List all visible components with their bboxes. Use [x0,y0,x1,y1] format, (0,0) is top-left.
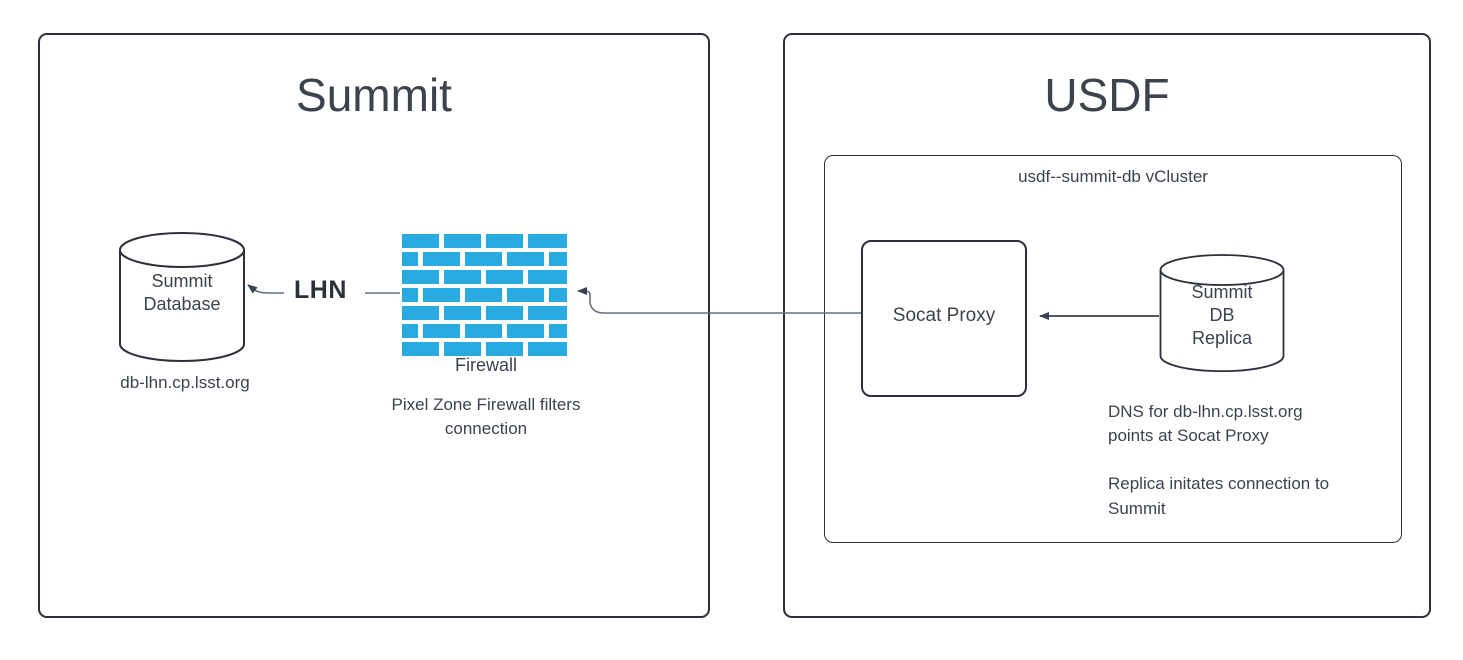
socat-proxy-label: Socat Proxy [892,305,996,326]
database-cylinder-icon [1159,254,1285,373]
firewall-caption: Pixel Zone Firewall filters connection [391,395,581,439]
zone-summit-title: Summit [296,69,452,121]
database-cylinder-icon [119,232,245,362]
firewall-node[interactable] [402,234,567,359]
summit-database-label: Summit Database [143,271,221,315]
summit-db-replica-label: Summit DB Replica [1191,282,1253,349]
socat-proxy-node[interactable]: Socat Proxy [861,240,1027,397]
summit-db-replica-caption: DNS for db-lhn.cp.lsst.org points at Soc… [1108,402,1330,518]
firewall-label: Firewall [454,355,517,375]
summit-database-caption: db-lhn.cp.lsst.org [120,373,250,392]
summit-database-node[interactable]: Summit Database [118,232,246,362]
firewall-brick-icon [402,234,567,356]
summit-db-replica-node[interactable]: Summit DB Replica [1159,254,1285,373]
connector-lhn-label: LHN [294,276,347,304]
vcluster-label: usdf--summit-db vCluster [1018,167,1208,186]
zone-usdf-title: USDF [1044,69,1170,121]
